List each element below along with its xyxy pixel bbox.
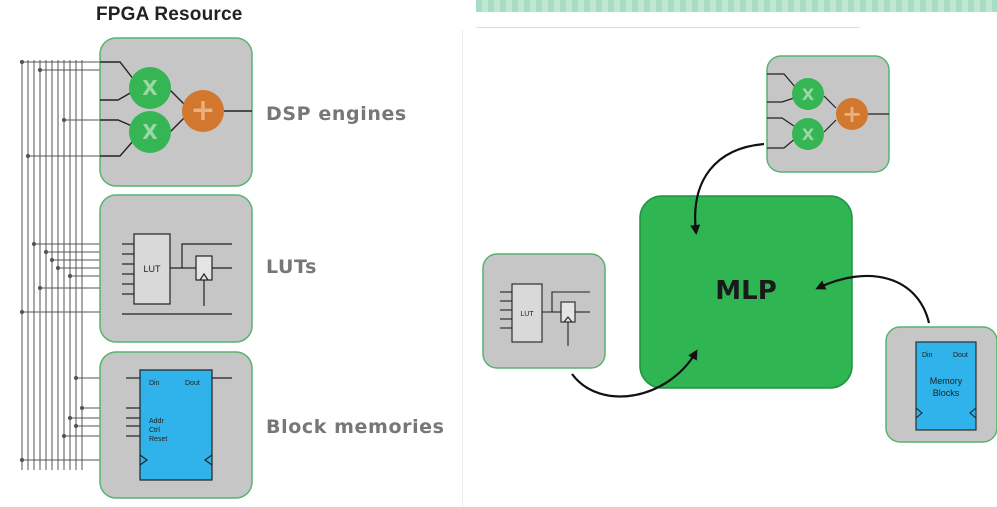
dsp-label: DSP engines: [266, 103, 407, 125]
page-title: FPGA Resource: [96, 4, 243, 25]
add-glyph: +: [842, 100, 862, 128]
mem-din-label: Din: [922, 352, 933, 359]
memory-to-mlp-arrow: [815, 274, 931, 324]
routing-taps: [19, 59, 130, 463]
multiplier-circle: [129, 67, 171, 109]
bram-chip: [139, 369, 213, 481]
lut-box: [133, 233, 171, 305]
lut-resource-block: [99, 194, 253, 343]
bram-addr-label: Addr: [149, 418, 164, 425]
bram-reset-label: Reset: [149, 436, 167, 443]
header-divider: [476, 27, 860, 28]
bram-ctrl-label: Ctrl: [149, 427, 160, 434]
multiply-glyph: X: [142, 76, 158, 100]
block-memory-resource: Din Dout Addr Ctrl Reset: [99, 351, 253, 499]
multiply-glyph: X: [142, 120, 158, 144]
mlp-memory-tile: [885, 326, 997, 443]
dsp-to-mlp-arrow: [690, 142, 765, 235]
adder-circle: [182, 90, 224, 132]
mlp-dsp-tile: [766, 55, 890, 173]
mlp-label: MLP: [715, 276, 777, 306]
bram-din-label: Din: [149, 380, 160, 387]
lut-text: LUT: [143, 264, 161, 274]
mlp-lut-text: LUT: [520, 311, 534, 318]
multiply-glyph: X: [802, 125, 815, 144]
lut-to-mlp-arrow: [571, 349, 698, 398]
routing-bus: [21, 60, 83, 470]
lut-label: LUTs: [266, 256, 318, 278]
mem-dout-label: Dout: [953, 352, 968, 359]
multiplier-circle: [129, 111, 171, 153]
mem-line-2: Blocks: [933, 388, 960, 398]
mlp-block: [639, 195, 853, 389]
mlp-lut-tile: [482, 253, 606, 369]
panel-divider: [462, 30, 463, 507]
bram-label: Block memories: [266, 416, 445, 438]
connection-arrows: [571, 142, 931, 398]
header-bar: [476, 0, 997, 12]
mem-line-1: Memory: [930, 376, 963, 386]
add-glyph: +: [190, 93, 215, 128]
dsp-engine-block: [99, 37, 253, 187]
multiply-glyph: X: [802, 85, 815, 104]
bram-dout-label: Dout: [185, 380, 200, 387]
